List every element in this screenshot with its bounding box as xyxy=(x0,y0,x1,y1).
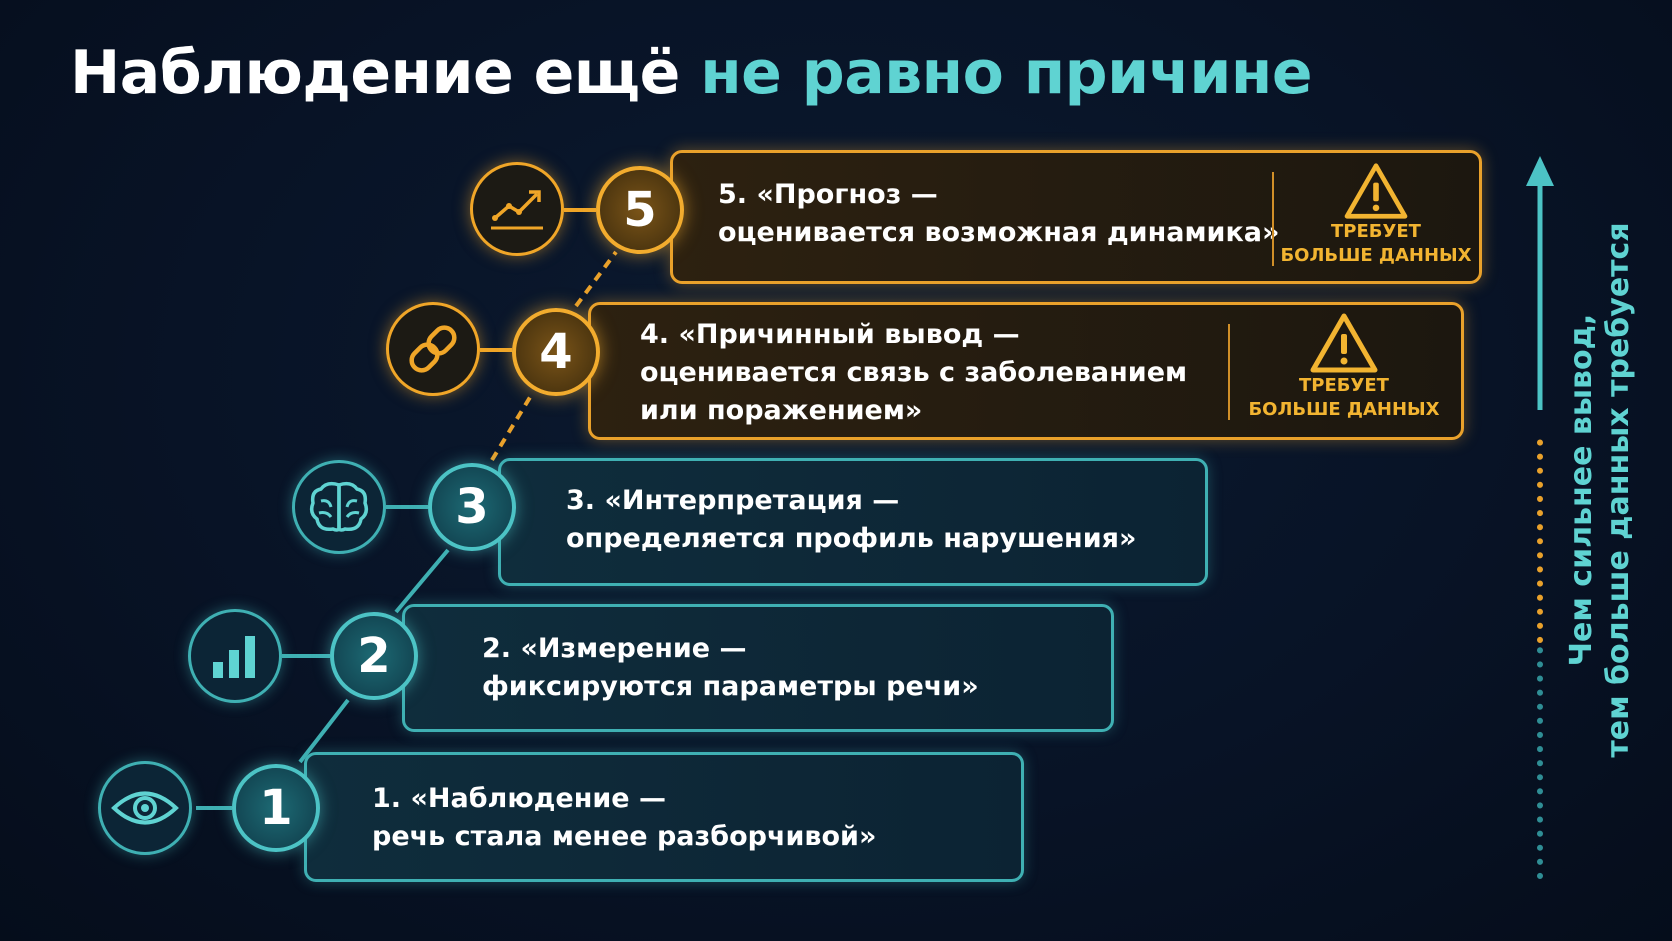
step-5-text: 5. «Прогноз — оценивается возможная дина… xyxy=(718,176,1279,252)
step-2-line1: 2. «Измерение — xyxy=(482,633,747,664)
step-3-line1: 3. «Интерпретация — xyxy=(566,485,900,516)
brain-icon-circle xyxy=(292,460,386,554)
chain-link-icon-circle xyxy=(386,302,480,396)
brain-icon xyxy=(309,481,369,532)
step-4-number: 4 xyxy=(512,308,600,396)
step-4-warning: ТРЕБУЕТ БОЛЬШЕ ДАННЫХ xyxy=(1244,312,1444,422)
warning-line1: ТРЕБУЕТ xyxy=(1299,375,1389,396)
chain-link-icon xyxy=(409,325,457,373)
title-part-white: Наблюдение ещё xyxy=(70,38,680,108)
step-5-line2: оценивается возможная динамика» xyxy=(718,217,1280,248)
step-3-number: 3 xyxy=(428,463,516,551)
step-5-line1: 5. «Прогноз — xyxy=(718,179,938,210)
path-3-4 xyxy=(490,392,534,462)
warning-line1: ТРЕБУЕТ xyxy=(1331,221,1421,242)
step-5-divider xyxy=(1272,172,1274,266)
bar-chart-icon-circle xyxy=(188,609,282,703)
step-1-number: 1 xyxy=(232,764,320,852)
step-4-warning-text: ТРЕБУЕТ БОЛЬШЕ ДАННЫХ xyxy=(1248,374,1439,422)
step-1-box xyxy=(304,752,1024,882)
trend-up-icon xyxy=(491,190,543,230)
step-3-text: 3. «Интерпретация — определяется профиль… xyxy=(566,482,1136,558)
eye-icon-circle xyxy=(98,761,192,855)
step-4-line3: или поражением» xyxy=(640,395,923,426)
path-2-3 xyxy=(394,548,450,614)
step-4-divider xyxy=(1228,324,1230,420)
warning-line2: БОЛЬШЕ ДАННЫХ xyxy=(1280,245,1472,266)
bar-chart-icon xyxy=(213,636,255,678)
arrow-up-icon xyxy=(1526,156,1554,186)
step-4-text: 4. «Причинный вывод — оценивается связь … xyxy=(640,316,1187,430)
axis-label-text: Чем сильнее вывод, тем больше данных тре… xyxy=(1563,222,1637,757)
step-2-text: 2. «Измерение — фиксируются параметры ре… xyxy=(482,630,979,706)
step-4-line2: оценивается связь с заболеванием xyxy=(640,357,1188,388)
step-4-line1: 4. «Причинный вывод — xyxy=(640,319,1020,350)
page-title: Наблюдение ещё не равно причине xyxy=(70,38,1313,108)
path-1-2 xyxy=(298,698,350,764)
step-5-warning-text: ТРЕБУЕТ БОЛЬШЕ ДАННЫХ xyxy=(1280,220,1471,268)
step-1-line2: речь стала менее разборчивой» xyxy=(372,821,877,852)
step-1-text: 1. «Наблюдение — речь стала менее разбор… xyxy=(372,780,876,856)
step-2-box xyxy=(402,604,1114,732)
step-2-line2: фиксируются параметры речи» xyxy=(482,671,979,702)
step-2-number: 2 xyxy=(330,612,418,700)
warning-triangle-icon xyxy=(1344,163,1408,219)
step-5-warning: ТРЕБУЕТ БОЛЬШЕ ДАННЫХ xyxy=(1276,162,1476,268)
warning-line2: БОЛЬШЕ ДАННЫХ xyxy=(1248,399,1440,420)
path-4-5 xyxy=(574,250,618,308)
warning-triangle-icon xyxy=(1310,313,1378,373)
step-5-number: 5 xyxy=(596,166,684,254)
step-1-line1: 1. «Наблюдение — xyxy=(372,783,666,814)
step-3-box xyxy=(498,458,1208,586)
axis-label-line1: Чем сильнее вывод, xyxy=(1564,313,1599,667)
step-3-line2: определяется профиль нарушения» xyxy=(566,523,1137,554)
title-part-accent: не равно причине xyxy=(700,38,1313,108)
axis-label-line2: тем больше данных требуется xyxy=(1601,222,1636,758)
trend-up-icon-circle xyxy=(470,162,564,256)
eye-icon xyxy=(111,791,179,825)
